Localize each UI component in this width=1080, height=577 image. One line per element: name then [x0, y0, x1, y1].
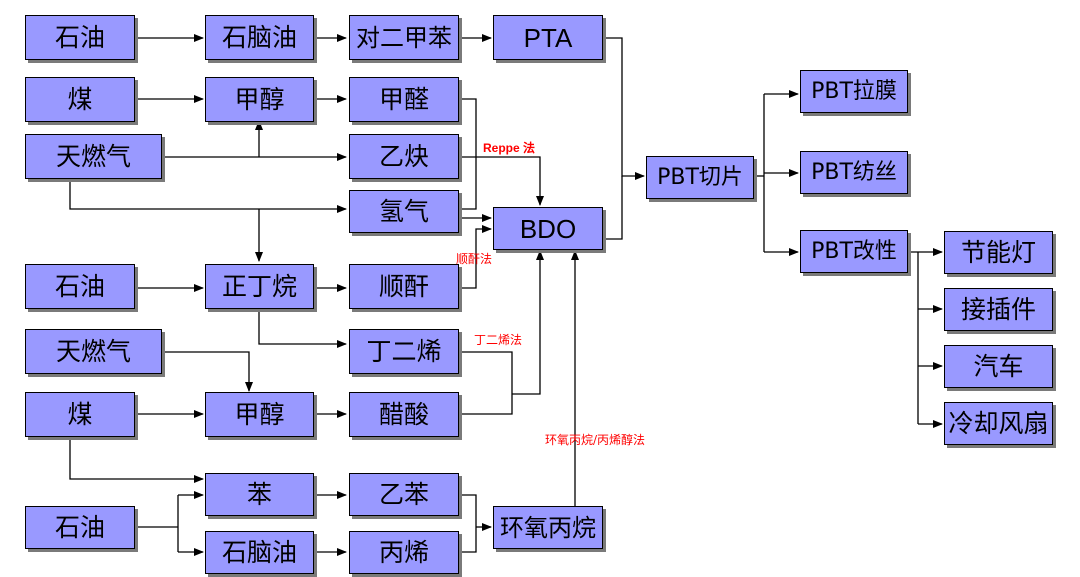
node-energy-saving-lamp: 节能灯 — [944, 231, 1053, 274]
node-connector: 接插件 — [944, 288, 1053, 331]
node-pbt-fiber: PBT纺丝 — [800, 151, 908, 194]
label-butadiene-method: 丁二烯法 — [474, 333, 523, 347]
label-propylene-oxide-method: 环氧丙烷/丙烯醇法 — [545, 433, 646, 447]
node-maleic-anhydride: 顺酐 — [349, 264, 459, 309]
node-bdo: BDO — [493, 207, 603, 250]
node-coal-2: 煤 — [25, 392, 135, 437]
node-butadiene: 丁二烯 — [349, 329, 459, 374]
node-hydrogen: 氢气 — [349, 190, 459, 233]
node-pbt-modified: PBT改性 — [800, 230, 908, 273]
label-maleic-method: 顺酐法 — [456, 252, 493, 266]
node-methanol-2: 甲醇 — [205, 392, 314, 437]
node-pbt-chip: PBT切片 — [646, 156, 754, 199]
node-natural-gas-1: 天燃气 — [25, 134, 162, 179]
node-oil-2: 石油 — [25, 264, 135, 309]
node-ethylbenzene: 乙苯 — [349, 473, 459, 516]
node-methanol-1: 甲醇 — [205, 77, 314, 122]
node-oil-3: 石油 — [25, 506, 135, 549]
node-pbt-film: PBT拉膜 — [800, 70, 908, 113]
node-px: 对二甲苯 — [349, 15, 459, 60]
node-n-butane: 正丁烷 — [205, 264, 314, 309]
node-benzene: 苯 — [205, 473, 314, 516]
node-coal-1: 煤 — [25, 77, 135, 122]
node-automobile: 汽车 — [944, 345, 1053, 388]
node-acetic-acid: 醋酸 — [349, 392, 459, 437]
node-naphtha-1: 石脑油 — [205, 15, 314, 60]
label-reppe-method: Reppe 法 — [483, 141, 536, 155]
node-cooling-fan: 冷却风扇 — [944, 402, 1053, 445]
node-acetylene: 乙炔 — [349, 134, 459, 179]
node-formaldehyde: 甲醛 — [349, 77, 459, 122]
node-propylene-oxide: 环氧丙烷 — [493, 506, 603, 549]
node-pta: PTA — [493, 15, 603, 60]
node-oil-1: 石油 — [25, 15, 135, 60]
node-natural-gas-2: 天燃气 — [25, 329, 162, 374]
node-propylene: 丙烯 — [349, 531, 459, 574]
node-naphtha-2: 石脑油 — [205, 531, 314, 574]
